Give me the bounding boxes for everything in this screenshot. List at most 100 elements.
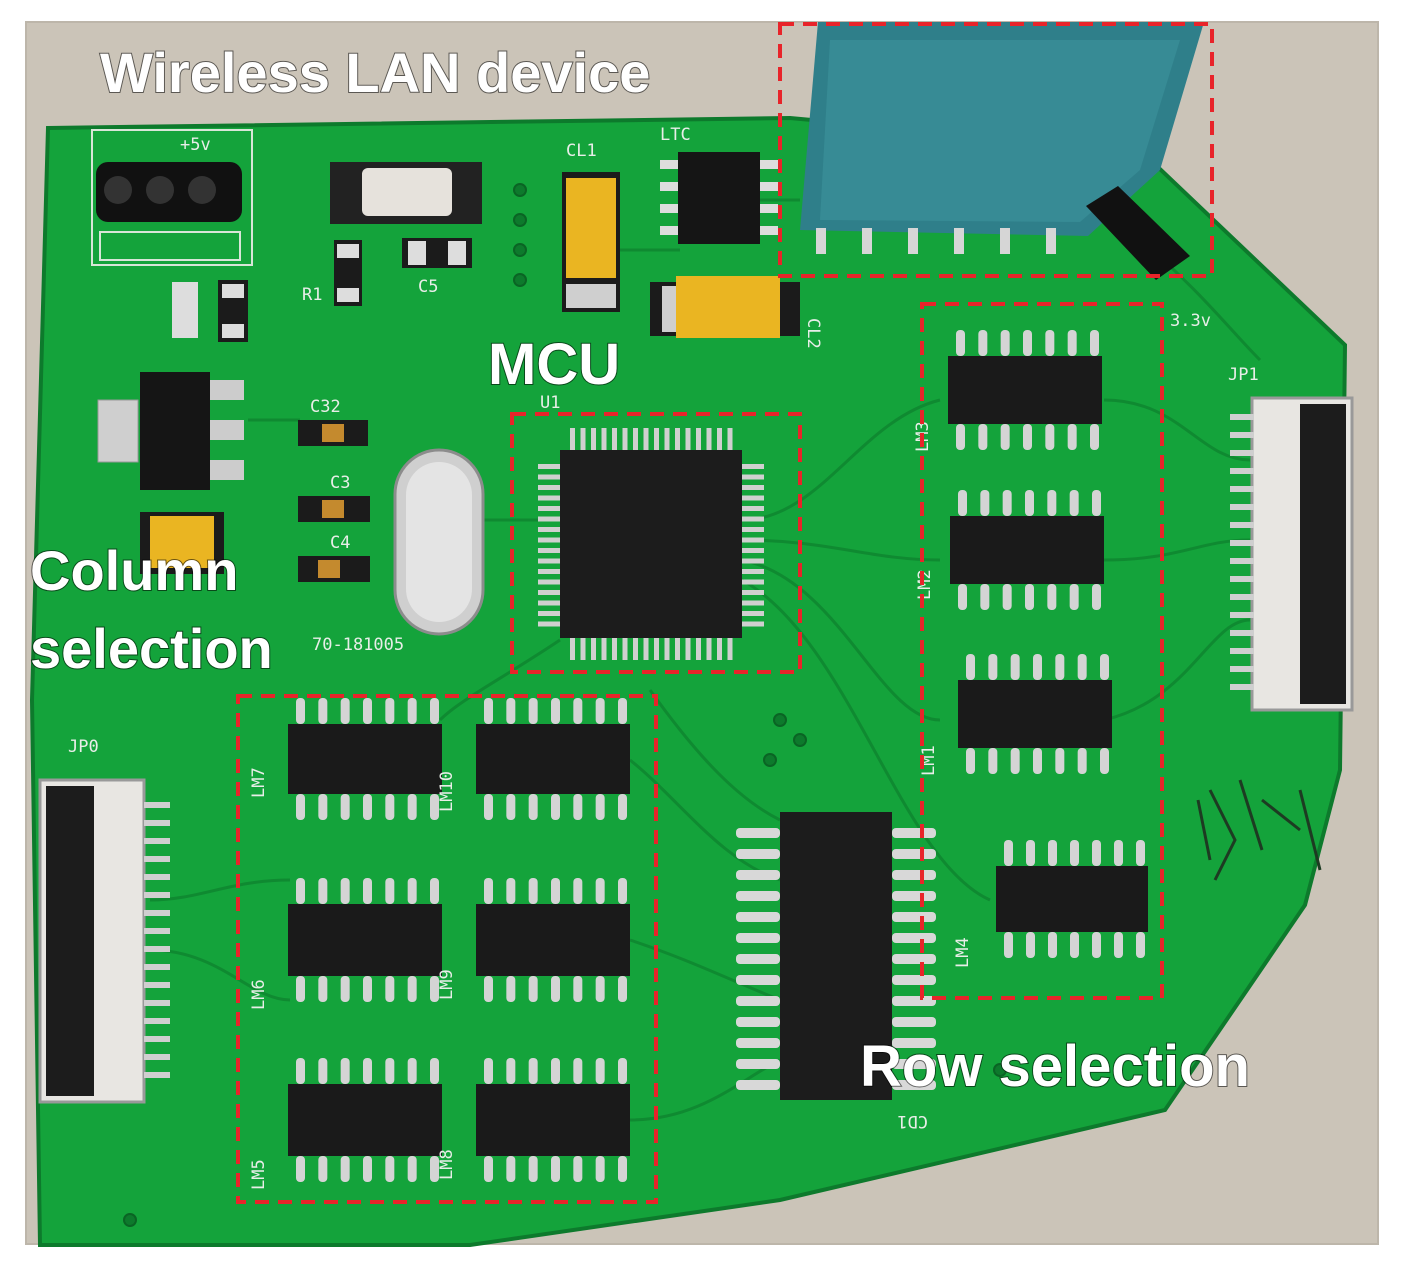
soic-pin — [1004, 932, 1013, 958]
soic-pin — [340, 794, 350, 820]
soic-chip — [288, 724, 442, 794]
soic-pin — [528, 1058, 538, 1084]
soic-pin — [1000, 424, 1010, 450]
trace — [741, 538, 941, 562]
mcu-pin — [538, 537, 560, 543]
soic-pin — [978, 424, 988, 450]
soic-pin — [484, 1058, 493, 1084]
soic-pin — [551, 794, 560, 820]
connector-pin — [144, 946, 170, 952]
soic-pin — [1026, 932, 1035, 958]
connector-pin — [1230, 558, 1254, 564]
soic-pin — [1047, 490, 1057, 516]
soic-pin — [484, 1156, 493, 1182]
soic-pin — [1023, 330, 1032, 356]
soic-pin — [385, 1156, 395, 1182]
smd-c5 — [402, 238, 472, 268]
mcu-pin — [580, 638, 586, 660]
chip-pin — [660, 160, 678, 169]
mcu-pin — [538, 485, 560, 490]
soic-chip — [288, 904, 442, 976]
soic-pin — [385, 976, 395, 1002]
mcu-pin — [622, 428, 628, 450]
mcu-pin — [742, 600, 764, 606]
connector-jp1 — [1250, 396, 1354, 712]
mcu-pin — [538, 474, 560, 480]
highlight-row-selection — [920, 302, 1164, 1000]
mcu-pin — [742, 548, 764, 553]
soic-pin — [506, 878, 516, 904]
soic-pin — [296, 794, 305, 820]
soic-pin — [528, 878, 538, 904]
mcu-pin — [685, 428, 691, 450]
soic-pin — [407, 794, 417, 820]
soic-pin — [618, 878, 627, 904]
trace — [149, 948, 291, 1002]
label-u1: U1 — [540, 393, 560, 413]
soic-pin — [966, 748, 975, 774]
connector-pin — [1230, 486, 1254, 492]
soic-pin — [618, 794, 627, 820]
soic-pin — [1004, 840, 1013, 866]
connector-pin — [1230, 666, 1254, 672]
trace — [741, 398, 941, 522]
mcu-pin — [570, 638, 575, 660]
soic-pin — [363, 794, 372, 820]
soic-pin — [1033, 748, 1042, 774]
via — [763, 753, 777, 767]
push-button-switch — [330, 162, 482, 224]
soic-pin — [484, 976, 493, 1002]
soic-pin — [296, 976, 305, 1002]
mcu-pin — [742, 474, 764, 480]
soic-chip — [476, 904, 630, 976]
mcu-pin — [538, 579, 560, 585]
soic-pin — [340, 698, 350, 724]
soic-pin — [385, 1058, 395, 1084]
chip-pin — [892, 1059, 936, 1069]
trace — [149, 878, 291, 902]
soic-pin — [595, 976, 605, 1002]
soic-pin — [296, 1058, 305, 1084]
mcu-pin — [706, 428, 712, 450]
chip-pin — [736, 1059, 780, 1069]
soic-chip — [476, 1084, 630, 1156]
mcu-pin — [742, 516, 764, 522]
cd1-decoder-chip — [780, 812, 892, 1100]
label-c3: C3 — [330, 473, 350, 493]
mcu-pin — [727, 638, 733, 660]
mcu-pin — [742, 558, 764, 564]
mcu-pin — [742, 611, 764, 616]
connector-pin — [1230, 414, 1254, 420]
soic-pin — [385, 698, 395, 724]
mcu-pin — [664, 638, 670, 660]
mcu-pin — [727, 428, 733, 450]
soic-pin — [385, 878, 395, 904]
mcu-pin — [643, 638, 649, 660]
mcu-pin — [742, 621, 764, 627]
mcu-pin — [601, 428, 607, 450]
mcu-pin — [742, 485, 764, 490]
soic-pin — [551, 976, 560, 1002]
soic-pin — [1023, 424, 1032, 450]
connector-pin — [1230, 504, 1254, 510]
soic-pin — [618, 1058, 627, 1084]
connector-pin — [144, 838, 170, 844]
soic-pin — [1067, 330, 1077, 356]
connector-pin — [1230, 594, 1254, 600]
soic-pin — [363, 976, 372, 1002]
soic-pin — [1055, 654, 1065, 680]
mcu-pin — [538, 590, 560, 595]
chip-pin — [892, 828, 936, 838]
ltc-regulator-chip — [678, 152, 760, 244]
soic-pin — [407, 698, 417, 724]
soic-chip — [288, 1084, 442, 1156]
module-pin — [862, 228, 872, 254]
chip-pin — [660, 226, 678, 235]
connector-pin — [1230, 630, 1254, 636]
soic-pin — [1002, 584, 1012, 610]
module-pin — [954, 228, 964, 254]
soic-pin — [958, 584, 967, 610]
label-c32: C32 — [310, 397, 341, 417]
label-lm4: LM4 — [953, 937, 973, 968]
